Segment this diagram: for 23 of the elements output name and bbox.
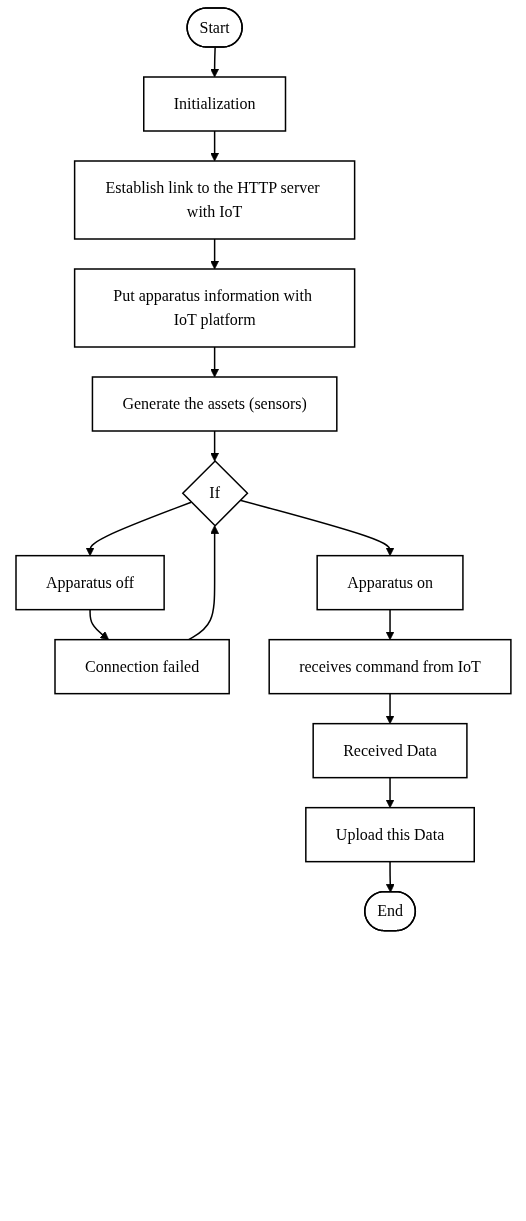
node-box: Upload this Data	[304, 806, 475, 863]
node-box: Generate the assets (sensors)	[91, 376, 338, 432]
arrow	[209, 130, 219, 162]
node-box: Establish link to the HTTP server with IoT	[73, 160, 355, 240]
arrow	[85, 501, 192, 557]
arrow	[209, 46, 219, 78]
arrow	[209, 238, 219, 270]
node-box: Received Data	[311, 722, 468, 779]
arrow	[187, 525, 219, 641]
node-box: Apparatus off	[14, 554, 165, 611]
arrow	[88, 608, 109, 641]
node-box: Connection failed	[53, 638, 230, 695]
arrow	[209, 346, 219, 378]
arrow	[385, 692, 394, 725]
arrow	[385, 776, 394, 809]
arrow	[209, 430, 219, 462]
node-box: Apparatus on	[315, 554, 464, 611]
node-diamond: If	[181, 459, 249, 527]
node-box: Initialization	[142, 76, 286, 132]
node-box: Put apparatus information with IoT platform	[73, 268, 355, 348]
node-box: receives command from IoT	[268, 638, 512, 695]
arrow	[385, 608, 394, 641]
arrow	[385, 860, 395, 893]
